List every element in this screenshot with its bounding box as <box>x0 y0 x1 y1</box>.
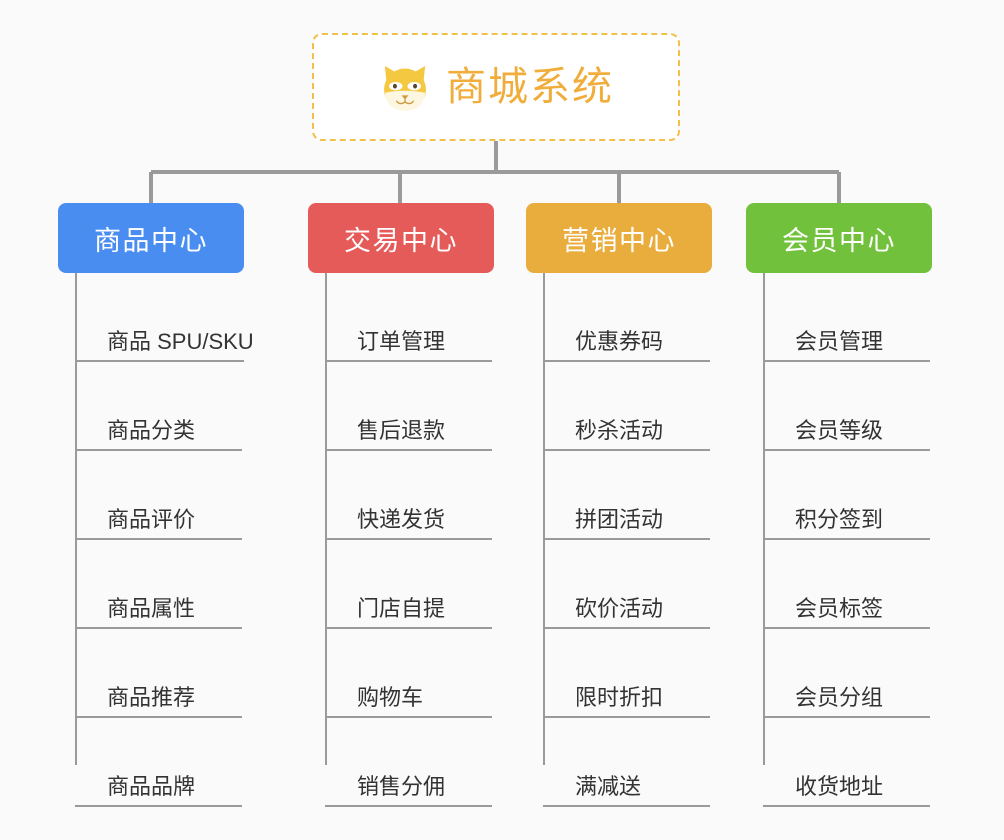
leaf-list-product-center: 商品 SPU/SKU 商品分类 商品评价 商品属性 商品推荐 商品品牌 <box>58 273 254 807</box>
leaf-item[interactable]: 会员标签 <box>763 540 932 629</box>
leaf-item[interactable]: 限时折扣 <box>543 629 712 718</box>
category-header-label: 营销中心 <box>562 225 676 256</box>
leaf-list-member-center: 会员管理 会员等级 积分签到 会员标签 会员分组 收货地址 <box>746 273 932 807</box>
leaf-label: 商品评价 <box>107 506 196 532</box>
branch-member-center: 会员中心 会员管理 会员等级 积分签到 会员标签 会员分组 收货地址 <box>746 203 932 823</box>
leaf-item[interactable]: 商品 SPU/SKU <box>75 273 254 362</box>
leaf-label: 商品分类 <box>107 417 196 443</box>
leaf-label: 购物车 <box>357 684 424 710</box>
leaf-item[interactable]: 商品推荐 <box>75 629 244 718</box>
leaf-label: 门店自提 <box>357 595 446 621</box>
leaf-item[interactable]: 满减送 <box>543 718 712 807</box>
leaf-item[interactable]: 收货地址 <box>763 718 932 807</box>
leaf-label: 商品推荐 <box>107 684 196 710</box>
leaf-label: 限时折扣 <box>575 684 664 710</box>
leaf-label: 收货地址 <box>795 773 884 799</box>
leaf-item[interactable]: 优惠券码 <box>543 273 712 362</box>
branch-marketing-center: 营销中心 优惠券码 秒杀活动 拼团活动 砍价活动 限时折扣 满减送 <box>526 203 712 823</box>
leaf-label: 售后退款 <box>357 417 446 443</box>
leaf-label: 积分签到 <box>795 506 884 532</box>
leaf-item[interactable]: 会员分组 <box>763 629 932 718</box>
leaf-label: 会员分组 <box>795 684 884 710</box>
leaf-item[interactable]: 拼团活动 <box>543 451 712 540</box>
leaf-label: 会员等级 <box>795 417 884 443</box>
root-title: 商城系统 <box>446 65 614 109</box>
category-header-label: 商品中心 <box>94 225 208 256</box>
leaf-item[interactable]: 砍价活动 <box>543 540 712 629</box>
leaf-item[interactable]: 会员管理 <box>763 273 932 362</box>
category-header-label: 交易中心 <box>344 225 458 256</box>
leaf-label: 商品属性 <box>107 595 196 621</box>
leaf-list-marketing-center: 优惠券码 秒杀活动 拼团活动 砍价活动 限时折扣 满减送 <box>526 273 712 807</box>
leaf-item[interactable]: 积分签到 <box>763 451 932 540</box>
leaf-label: 会员管理 <box>795 328 884 354</box>
leaf-label: 商品品牌 <box>107 773 196 799</box>
category-header-member-center[interactable]: 会员中心 <box>746 203 932 273</box>
leaf-item[interactable]: 商品分类 <box>75 362 244 451</box>
root-node[interactable]: 商城系统 <box>312 33 680 141</box>
branch-trade-center: 交易中心 订单管理 售后退款 快递发货 门店自提 购物车 销售分佣 <box>308 203 494 823</box>
leaf-label: 秒杀活动 <box>575 417 664 443</box>
branch-product-center: 商品中心 商品 SPU/SKU 商品分类 商品评价 商品属性 商品推荐 商品品牌 <box>58 203 254 823</box>
leaf-item[interactable]: 商品评价 <box>75 451 244 540</box>
leaf-label: 优惠券码 <box>575 328 664 354</box>
leaf-item[interactable]: 会员等级 <box>763 362 932 451</box>
leaf-label: 拼团活动 <box>575 506 664 532</box>
leaf-label: 满减送 <box>575 773 642 799</box>
leaf-label: 快递发货 <box>357 506 446 532</box>
leaf-label: 砍价活动 <box>575 595 664 621</box>
leaf-label: 订单管理 <box>357 328 446 354</box>
leaf-label: 商品 SPU/SKU <box>107 328 254 354</box>
leaf-item[interactable]: 快递发货 <box>325 451 494 540</box>
category-header-marketing-center[interactable]: 营销中心 <box>526 203 712 273</box>
leaf-list-trade-center: 订单管理 售后退款 快递发货 门店自提 购物车 销售分佣 <box>308 273 494 807</box>
leaf-item[interactable]: 门店自提 <box>325 540 494 629</box>
category-header-label: 会员中心 <box>782 225 896 256</box>
shiba-dog-emoji <box>384 66 426 111</box>
category-header-product-center[interactable]: 商品中心 <box>58 203 244 273</box>
leaf-label: 会员标签 <box>795 595 884 621</box>
leaf-item[interactable]: 售后退款 <box>325 362 494 451</box>
leaf-item[interactable]: 订单管理 <box>325 273 494 362</box>
category-header-trade-center[interactable]: 交易中心 <box>308 203 494 273</box>
leaf-item[interactable]: 销售分佣 <box>325 718 494 807</box>
leaf-item[interactable]: 商品属性 <box>75 540 244 629</box>
leaf-label: 销售分佣 <box>357 773 446 799</box>
leaf-item[interactable]: 秒杀活动 <box>543 362 712 451</box>
leaf-item[interactable]: 商品品牌 <box>75 718 244 807</box>
leaf-item[interactable]: 购物车 <box>325 629 494 718</box>
